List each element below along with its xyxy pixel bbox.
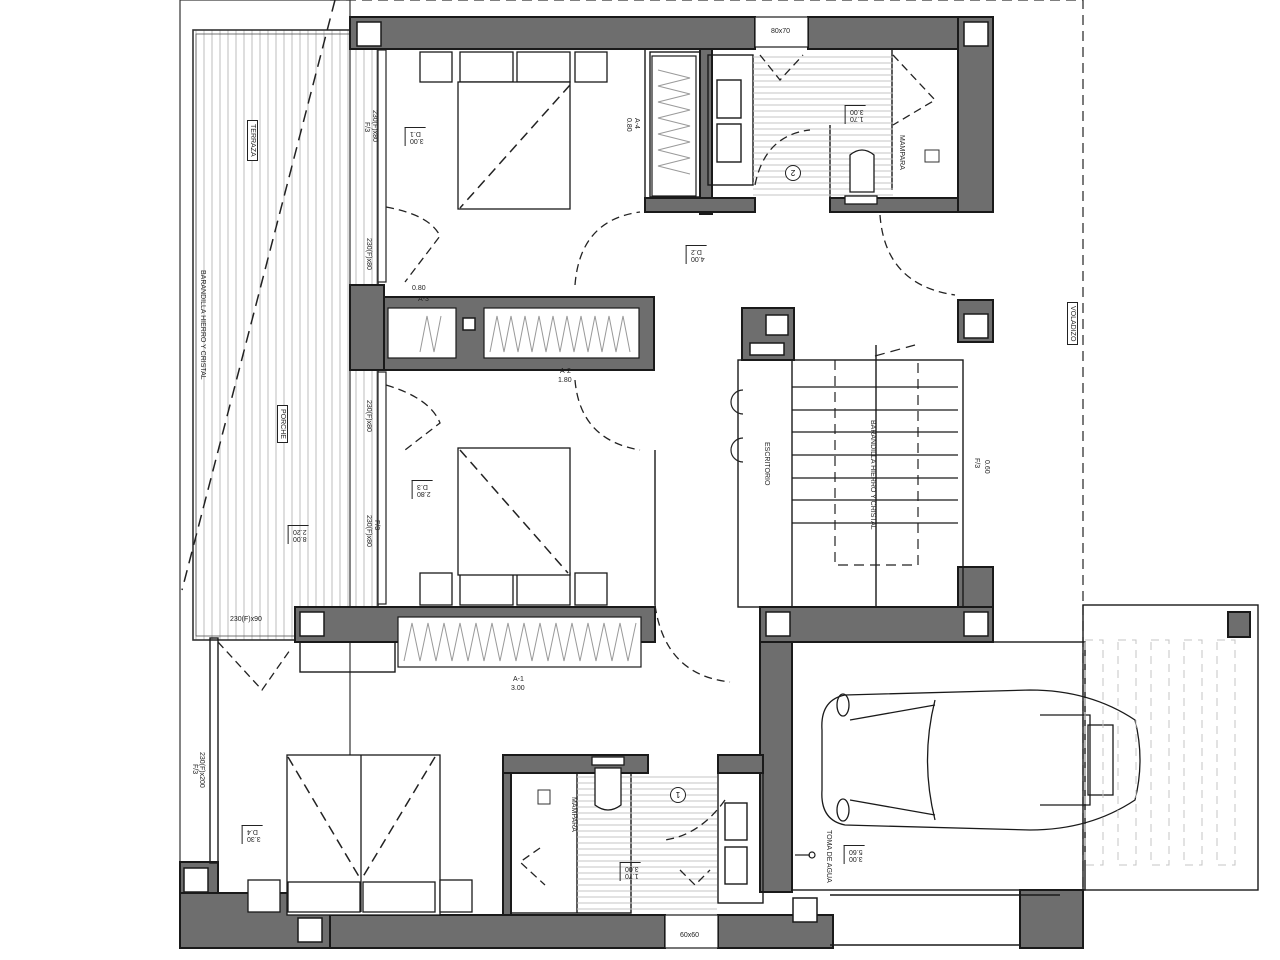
stair-steps [792, 386, 958, 524]
bathroom-2-number: 2 [785, 165, 801, 181]
label-stair-opening: 0.60 [983, 460, 990, 474]
bathroom-1-number: 1 [670, 787, 686, 803]
label-barandilla-terraza: BARANDILLA HIERRO Y CRISTAL [199, 270, 206, 380]
label-voladizo: VOLADIZO [1067, 302, 1078, 346]
label-wardrobe-a4-size: 0.80 [625, 118, 632, 132]
label-wardrobe-a3: A-3 [418, 296, 429, 303]
window-label-6-sub: F/3 [191, 764, 198, 775]
toilets [591, 149, 878, 811]
label-mampara-bottom: MAMPARA [570, 797, 577, 832]
shower-drains [537, 149, 940, 805]
beds [247, 51, 608, 916]
window-label-5: 230(F)x90 [230, 616, 262, 623]
top-window-opening [754, 16, 809, 48]
window-label-2: 230(F)x80 [365, 238, 372, 270]
label-porche: PORCHE [277, 405, 288, 443]
label-wardrobe-a1-size: 3.00 [511, 685, 525, 692]
label-stair-opening-note: F/3 [973, 458, 980, 469]
window-label-4-sub: F/3 [373, 520, 380, 531]
label-hueco-top: 80x70 [771, 28, 791, 35]
window-label-6: 230(F)x200 [198, 752, 205, 788]
label-wardrobe-a4: A-4 [633, 118, 640, 129]
label-hueco-bottom: 60x60 [680, 932, 700, 939]
window-label-1-sub: F/3 [363, 122, 370, 133]
voladizo-outline [330, 0, 1084, 605]
escritorio-stools [730, 389, 744, 463]
bottom-window-opening [664, 914, 719, 949]
label-wardrobe-a3-size: 0.80 [412, 285, 426, 292]
label-wardrobe-a2: A-2 [560, 368, 571, 375]
stair-direction [834, 344, 919, 566]
label-wardrobe-a2-size: 1.80 [558, 377, 572, 384]
window-label-1: 230(F)x80 [371, 110, 378, 142]
label-wardrobe-a1: A-1 [513, 676, 524, 683]
water-tap-icon [795, 851, 816, 859]
label-mampara-top: MAMPARA [898, 135, 905, 170]
window-label-3: 230(F)x80 [365, 400, 372, 432]
door-swings [217, 54, 956, 886]
terrace-area [179, 0, 379, 894]
window-label-4: 230(F)x80 [365, 515, 372, 547]
bed-diagonals [287, 84, 571, 881]
pillars [183, 21, 989, 943]
label-toma-agua: TOMA DE AGUA [825, 830, 832, 883]
label-terraza: TERRAZA [247, 120, 258, 161]
driveway-pattern [1084, 639, 1236, 866]
wardrobe-zigzags [403, 69, 691, 662]
label-escritorio: ESCRITORIO [763, 442, 770, 486]
label-barandilla-escalera: BARANDILLA HIERRO Y CRISTAL [869, 420, 876, 530]
car [821, 689, 1141, 831]
